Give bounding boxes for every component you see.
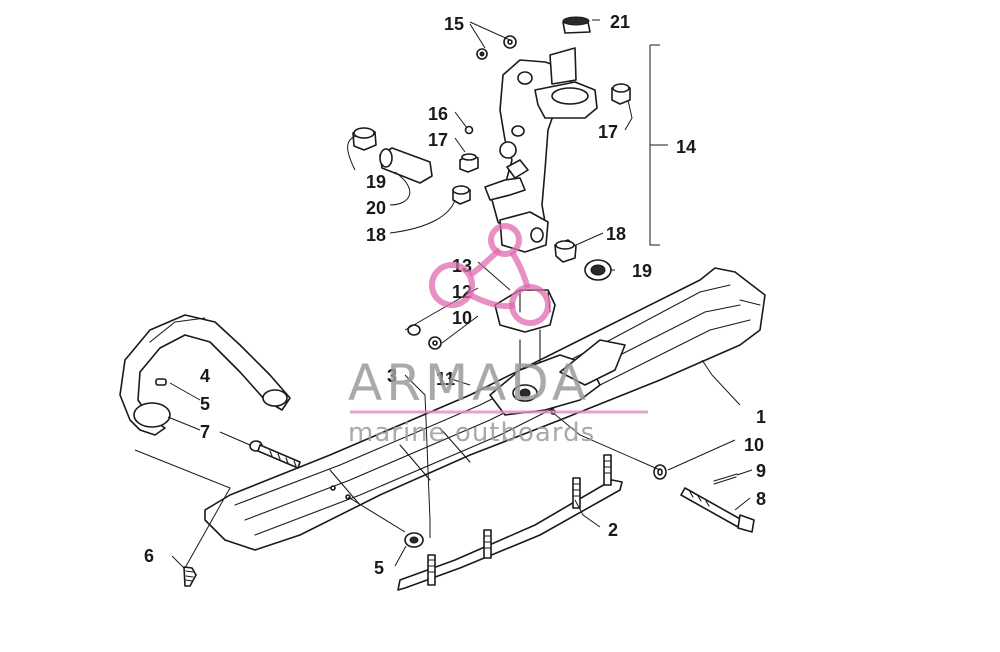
spindle-bracket-part bbox=[484, 47, 598, 253]
wear-bar-part bbox=[397, 454, 623, 591]
leader-lines bbox=[134, 19, 753, 569]
watermark-title: ARMADA bbox=[348, 354, 590, 412]
callout-18-left: 18 bbox=[366, 225, 386, 245]
bushing-18-right-part bbox=[554, 239, 577, 263]
callout-labels: 15 21 16 17 17 14 19 20 18 18 19 13 12 1… bbox=[144, 12, 766, 578]
callout-6: 6 bbox=[144, 546, 154, 566]
bolt-8-part bbox=[680, 487, 755, 533]
callout-20: 20 bbox=[366, 198, 386, 218]
nut-12-part bbox=[407, 324, 421, 336]
callout-17-right: 17 bbox=[598, 122, 618, 142]
callout-8: 8 bbox=[756, 489, 766, 509]
callout-2: 2 bbox=[608, 520, 618, 540]
washer-10-upper-part bbox=[428, 336, 442, 350]
spacer-20-part bbox=[379, 147, 433, 184]
callout-18-right: 18 bbox=[606, 224, 626, 244]
washer-10-part bbox=[653, 464, 667, 480]
watermark-subtitle: marine outboards bbox=[348, 418, 595, 448]
callout-7: 7 bbox=[200, 422, 210, 442]
callout-10-upper: 10 bbox=[452, 308, 472, 328]
watermark: ARMADA marine outboards bbox=[348, 223, 648, 448]
nut-5-part bbox=[404, 532, 424, 548]
cap-21-part bbox=[562, 16, 591, 34]
bushing-17-right-part bbox=[611, 83, 631, 105]
grease-fitting-16-part bbox=[464, 125, 474, 135]
callout-16: 16 bbox=[428, 104, 448, 124]
bushing-17-left-part bbox=[459, 153, 479, 173]
callout-10-lower: 10 bbox=[744, 435, 764, 455]
callout-9: 9 bbox=[756, 461, 766, 481]
callout-21: 21 bbox=[610, 12, 630, 32]
ski-handle-part bbox=[119, 314, 291, 436]
nut-15-part bbox=[476, 48, 488, 60]
callout-3: 3 bbox=[387, 366, 397, 386]
callout-19-right: 19 bbox=[632, 261, 652, 281]
callout-14: 14 bbox=[676, 137, 696, 157]
bushing-19-left-part bbox=[352, 127, 377, 151]
callout-11: 11 bbox=[436, 369, 455, 389]
callout-5-upper: 5 bbox=[200, 394, 210, 414]
screw-6-part bbox=[183, 566, 197, 587]
ski-part bbox=[204, 267, 766, 551]
bushing-19-right-part bbox=[584, 259, 612, 281]
callout-17-left: 17 bbox=[428, 130, 448, 150]
callout-15: 15 bbox=[444, 14, 464, 34]
bushing-18-left-part bbox=[452, 185, 471, 205]
bolt-7-part bbox=[249, 440, 301, 469]
callout-5-lower: 5 bbox=[374, 558, 384, 578]
watermark-logo bbox=[429, 223, 551, 326]
callout-19-left: 19 bbox=[366, 172, 386, 192]
callout-1: 1 bbox=[756, 407, 766, 427]
cotter-pin-9-part bbox=[713, 473, 738, 485]
callout-4: 4 bbox=[200, 366, 210, 386]
